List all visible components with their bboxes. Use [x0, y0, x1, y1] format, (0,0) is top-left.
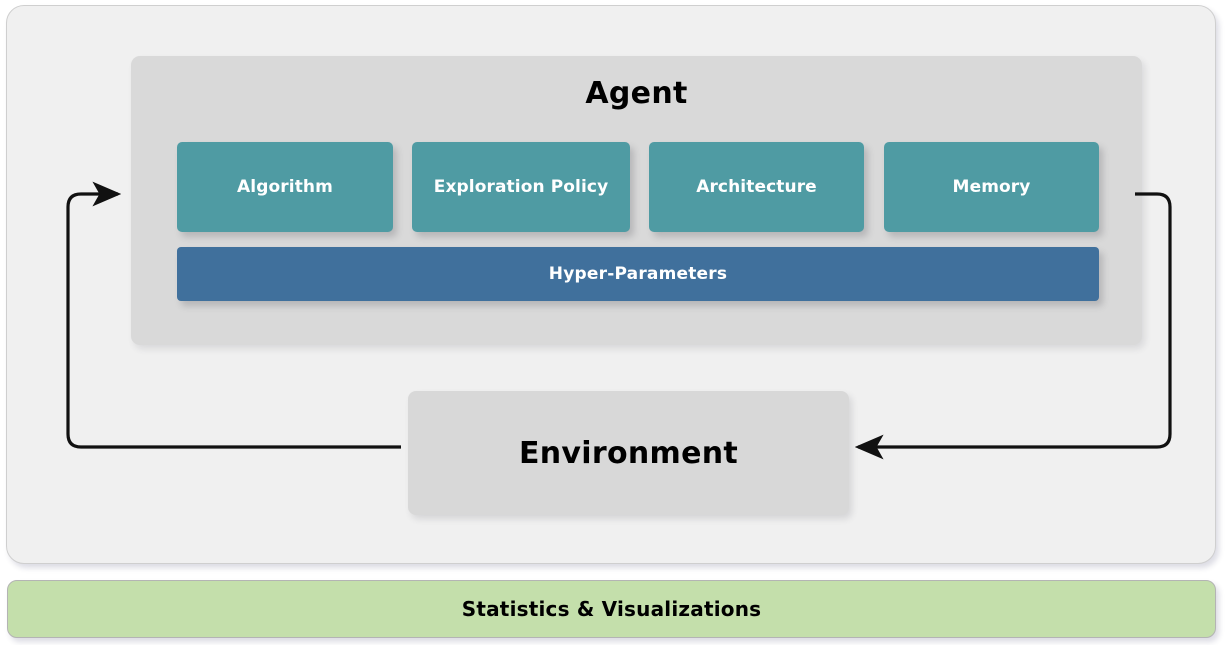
framework-panel: Agent Algorithm Exploration Policy Archi…	[6, 5, 1216, 564]
statistics-visualizations-bar[interactable]: Statistics & Visualizations	[7, 580, 1216, 638]
agent-component-memory-label: Memory	[952, 177, 1031, 197]
agent-component-exploration-policy[interactable]: Exploration Policy	[412, 142, 630, 232]
agent-component-architecture[interactable]: Architecture	[649, 142, 864, 232]
agent-component-algorithm-label: Algorithm	[237, 177, 333, 197]
agent-title: Agent	[585, 76, 688, 111]
statistics-visualizations-label: Statistics & Visualizations	[461, 597, 762, 621]
agent-component-algorithm[interactable]: Algorithm	[177, 142, 393, 232]
hyper-parameters-bar[interactable]: Hyper-Parameters	[177, 247, 1099, 301]
environment-label: Environment	[518, 435, 739, 471]
agent-component-row: Algorithm Exploration Policy Architectur…	[177, 142, 1099, 232]
agent-component-exploration-policy-label: Exploration Policy	[433, 177, 609, 197]
environment-box[interactable]: Environment	[408, 391, 849, 515]
agent-component-architecture-label: Architecture	[696, 177, 817, 197]
agent-component-memory[interactable]: Memory	[884, 142, 1099, 232]
hyper-parameters-label: Hyper-Parameters	[548, 264, 728, 284]
agent-panel: Agent Algorithm Exploration Policy Archi…	[131, 56, 1142, 345]
